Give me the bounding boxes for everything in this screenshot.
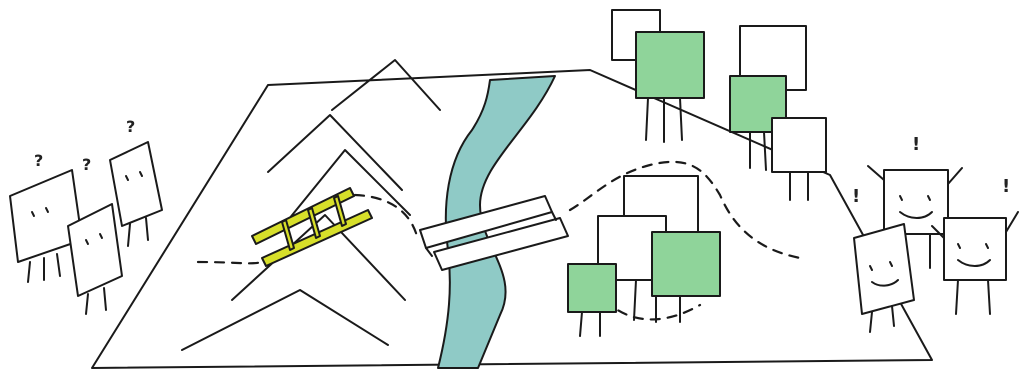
block-character-group-upper	[611, 9, 827, 201]
excited-character-2	[853, 223, 915, 333]
journey-path	[196, 160, 802, 321]
question-mark-3: ?	[126, 117, 135, 136]
exclamation-mark-2: !	[852, 186, 860, 207]
question-mark-2: ?	[82, 155, 91, 174]
confused-character-2	[109, 141, 163, 247]
excited-character-1	[867, 165, 963, 269]
confused-character-3	[67, 203, 123, 315]
block-character-group-lower	[567, 175, 721, 337]
question-mark-1: ?	[34, 151, 43, 170]
river	[437, 75, 556, 369]
ladder	[251, 187, 373, 267]
bridge	[419, 195, 569, 271]
excited-character-3	[931, 211, 1019, 315]
exclamation-mark-1: !	[912, 134, 920, 155]
mountain-range	[181, 59, 441, 351]
exclamation-mark-3: !	[1002, 176, 1010, 197]
